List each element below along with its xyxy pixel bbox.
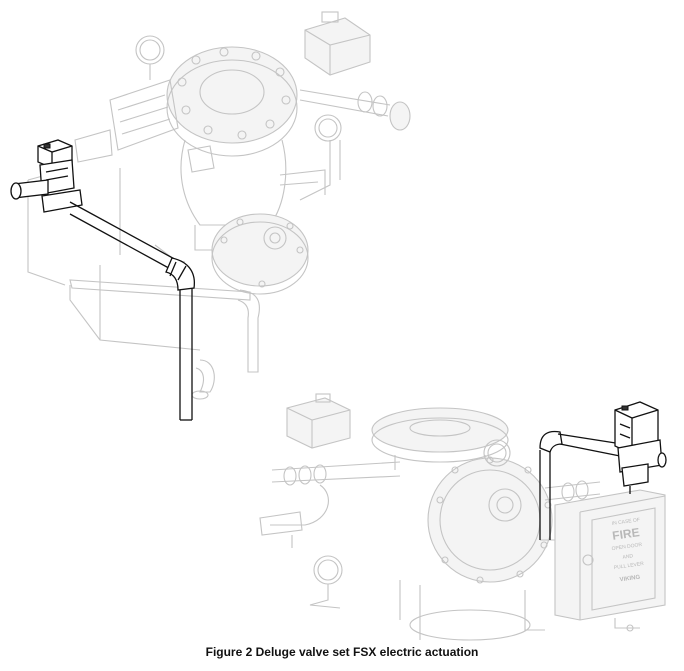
bottom-valve-assembly — [259, 393, 666, 641]
top-lower-trim-pipe — [69, 279, 251, 301]
cabinet-door-knob — [582, 554, 594, 566]
bottom-valve-top-flange — [371, 407, 509, 453]
top-actuation-pipe — [69, 201, 181, 273]
top-pressure-switch-box — [304, 17, 371, 76]
bottom-upper-pressure-gauge — [483, 439, 511, 467]
bottom-solenoid-actuation — [539, 401, 667, 540]
bottom-valve-diaphragm-cover — [427, 457, 553, 583]
bottom-pressure-switch-box — [286, 397, 351, 449]
cabinet-door — [591, 507, 656, 611]
top-vertical-drop-pipe — [179, 288, 193, 420]
top-solenoid-actuation — [10, 139, 196, 421]
figure-caption: Figure 2 Deluge valve set FSX electric a… — [205, 645, 479, 659]
bottom-vertical-pipe — [539, 448, 551, 540]
top-valve-assembly — [27, 11, 411, 400]
top-valve-flange — [166, 46, 298, 144]
emergency-release-cabinet — [554, 489, 666, 621]
top-valve-lower-flange — [211, 213, 309, 287]
top-right-pressure-gauge — [314, 114, 342, 142]
bottom-actuation-pipe — [557, 433, 623, 457]
